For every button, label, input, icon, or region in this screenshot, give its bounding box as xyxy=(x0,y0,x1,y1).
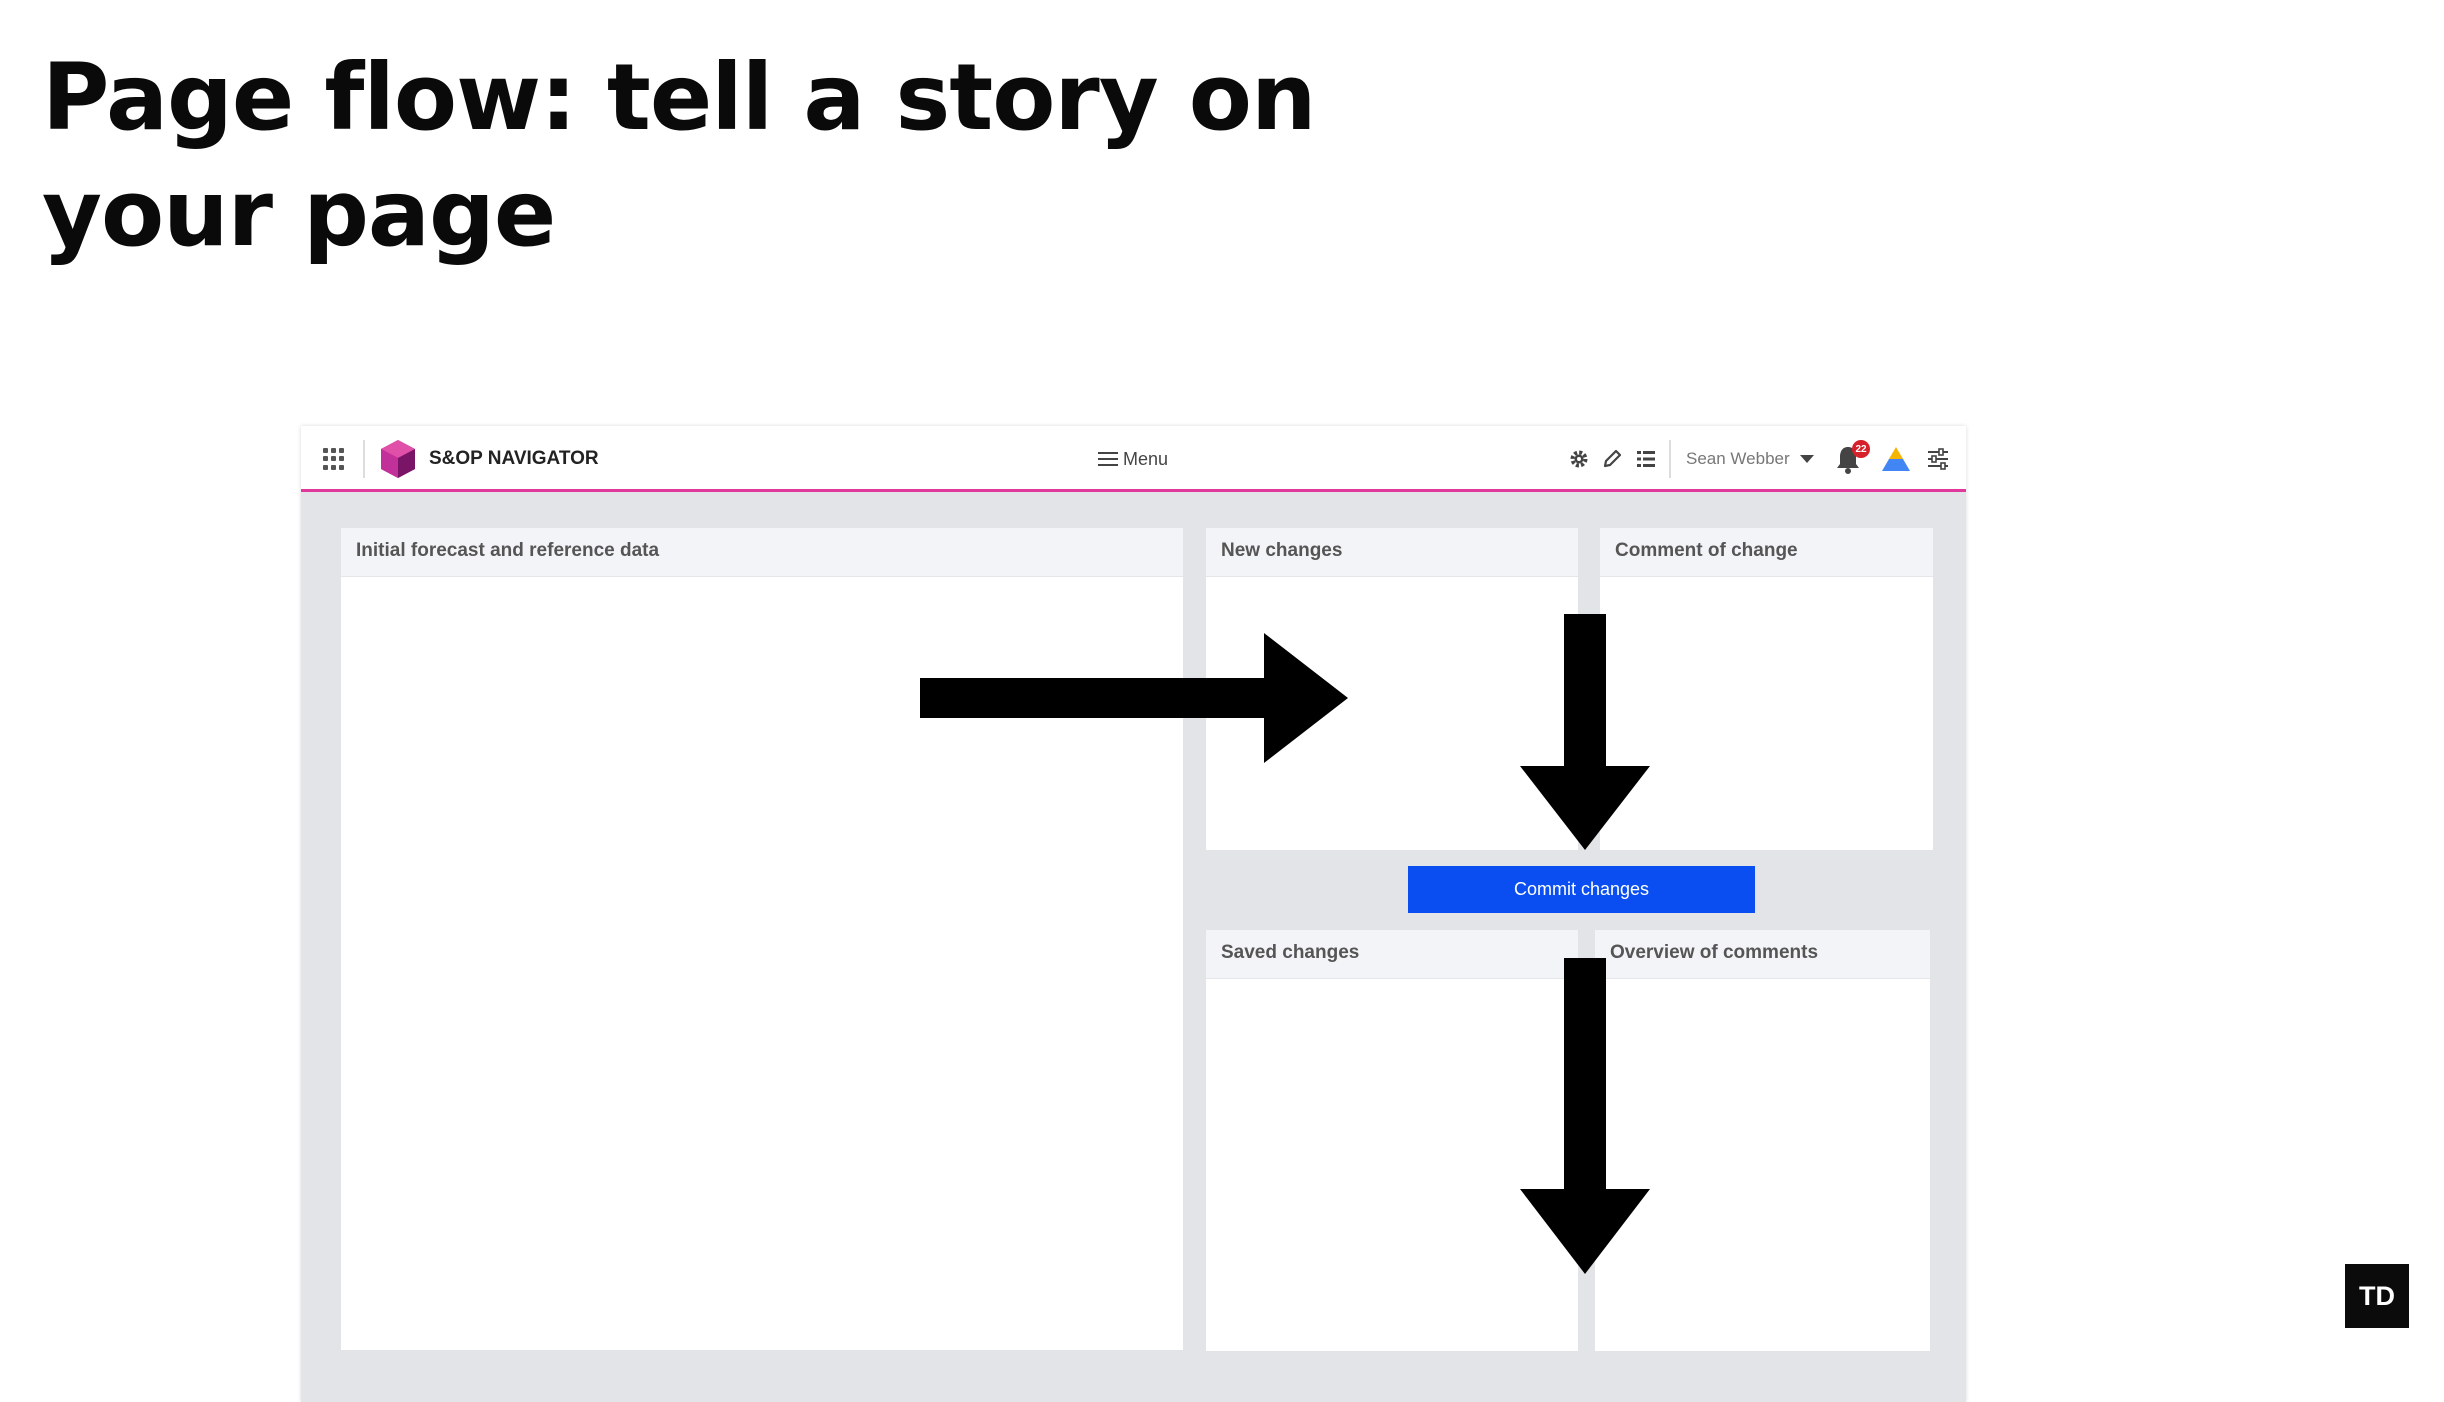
menu-button[interactable]: Menu xyxy=(1098,446,1168,472)
gear-icon[interactable] xyxy=(1568,448,1590,470)
td-logo: TD xyxy=(2345,1264,2409,1328)
apps-grid-icon[interactable] xyxy=(323,448,345,470)
sliders-icon[interactable] xyxy=(1926,448,1950,470)
panel-title: Initial forecast and reference data xyxy=(341,528,1183,577)
notification-badge: 22 xyxy=(1852,440,1870,458)
menu-icon xyxy=(1098,452,1118,466)
menu-label: Menu xyxy=(1123,448,1169,469)
arrow-down-icon xyxy=(1520,614,1650,850)
top-bar: S&OP NAVIGATOR Menu Sean xyxy=(301,426,1966,492)
commit-changes-button[interactable]: Commit changes xyxy=(1408,866,1755,913)
arrow-down-icon xyxy=(1520,958,1650,1274)
panel-title: New changes xyxy=(1206,528,1578,577)
panel-title: Saved changes xyxy=(1206,930,1578,979)
panel-overview-of-comments: Overview of comments xyxy=(1595,930,1930,1351)
user-name: Sean Webber xyxy=(1686,449,1790,468)
chevron-down-icon xyxy=(1799,455,1814,463)
logo-icon xyxy=(379,439,417,479)
slide-title-line-1: Page flow: tell a story on xyxy=(42,44,1317,151)
divider xyxy=(363,440,365,478)
panel-comment-of-change: Comment of change xyxy=(1600,528,1933,850)
panel-title: Comment of change xyxy=(1600,528,1933,577)
slide-title: Page flow: tell a story on your page xyxy=(42,40,1342,272)
divider xyxy=(1669,440,1671,478)
arrow-right-icon xyxy=(920,633,1348,763)
panel-title: Overview of comments xyxy=(1595,930,1930,979)
panel-initial-forecast: Initial forecast and reference data xyxy=(341,528,1183,1350)
app-name: S&OP NAVIGATOR xyxy=(429,448,599,469)
drive-icon[interactable] xyxy=(1881,446,1911,472)
list-icon[interactable] xyxy=(1635,448,1657,470)
slide-title-line-2: your page xyxy=(42,160,556,267)
user-menu[interactable]: Sean Webber xyxy=(1686,448,1814,470)
app-window: S&OP NAVIGATOR Menu Sean xyxy=(301,426,1966,1402)
pencil-icon[interactable] xyxy=(1601,448,1623,470)
panel-saved-changes: Saved changes xyxy=(1206,930,1578,1351)
